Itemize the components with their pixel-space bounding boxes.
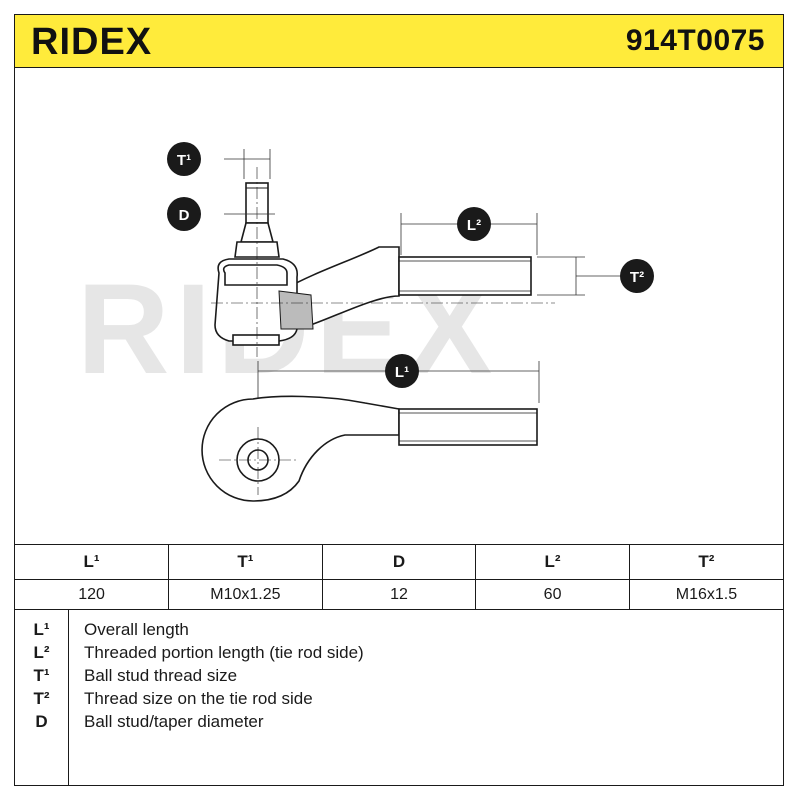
brand-wordmark: RIDEX [31, 21, 152, 61]
tie-rod-end-side-view [211, 167, 555, 357]
specs-header-cell: D [321, 544, 477, 580]
badge-l2: L² [457, 207, 491, 241]
section-hatch [278, 290, 314, 330]
specs-value-cell: M16x1.5 [628, 579, 783, 610]
legend-key: D [35, 712, 48, 731]
technical-drawing: RIDEX [77, 142, 654, 502]
specs-header-cell: L² [475, 544, 630, 580]
legend-divider [68, 609, 69, 785]
tie-rod-end-top-view [201, 395, 538, 502]
legend-item: T¹ Ball stud thread size [15, 665, 783, 687]
legend-key: T² [33, 689, 50, 708]
badge-t2-label: T² [630, 269, 644, 286]
legend-description: Thread size on the tie rod side [84, 689, 313, 708]
top-view-body [201, 395, 400, 502]
specs-header-cell: L¹ [15, 544, 170, 580]
dust-boot [222, 264, 288, 286]
badge-t1: T¹ [167, 142, 201, 176]
part-number: 914T0075 [625, 24, 765, 57]
legend-description: Ball stud thread size [84, 666, 238, 685]
legend-item: L¹ Overall length [15, 619, 783, 641]
specs-value-cell: 12 [321, 579, 477, 610]
badge-l2-label: L² [467, 217, 481, 234]
specs-value-cell: 60 [475, 579, 630, 610]
badge-t1-label: T¹ [177, 152, 191, 169]
legend-key: T¹ [33, 666, 50, 685]
specs-value-cell: M10x1.25 [168, 579, 323, 610]
badge-d: D [167, 197, 201, 231]
specs-table: L¹ T¹ D L² T² 120 M10x1.25 12 60 M16x1.5 [15, 544, 783, 610]
legend-item: L² Threaded portion length (tie rod side… [15, 642, 783, 664]
product-sheet: RIDEX 914T0075 RIDEX [14, 14, 784, 786]
specs-value-cell: 120 [15, 579, 170, 610]
legend-key: L¹ [33, 620, 50, 639]
legend-item: T² Thread size on the tie rod side [15, 688, 783, 710]
legend-description: Overall length [84, 620, 189, 639]
specs-header-cell: T¹ [168, 544, 323, 580]
legend-item: D Ball stud/taper diameter [15, 711, 783, 733]
bottom-cap [232, 334, 280, 346]
specs-value-row: 120 M10x1.25 12 60 M16x1.5 [15, 579, 783, 610]
badge-t2: T² [620, 259, 654, 293]
legend-description: Threaded portion length (tie rod side) [84, 643, 364, 662]
badge-l1-label: L¹ [395, 364, 409, 381]
badge-l1: L¹ [385, 354, 419, 388]
specs-header-row: L¹ T¹ D L² T² [15, 544, 783, 580]
legend-description: Ball stud/taper diameter [84, 712, 264, 731]
legend: L¹ Overall length L² Threaded portion le… [15, 609, 783, 785]
badge-d-label: D [179, 207, 190, 224]
specs-header-cell: T² [628, 544, 783, 580]
top-view-shaft [398, 408, 538, 446]
legend-key: L² [33, 643, 50, 662]
threaded-shaft [398, 256, 532, 296]
header-bar: RIDEX 914T0075 [15, 15, 783, 68]
ridex-logo: RIDEX [31, 21, 152, 61]
